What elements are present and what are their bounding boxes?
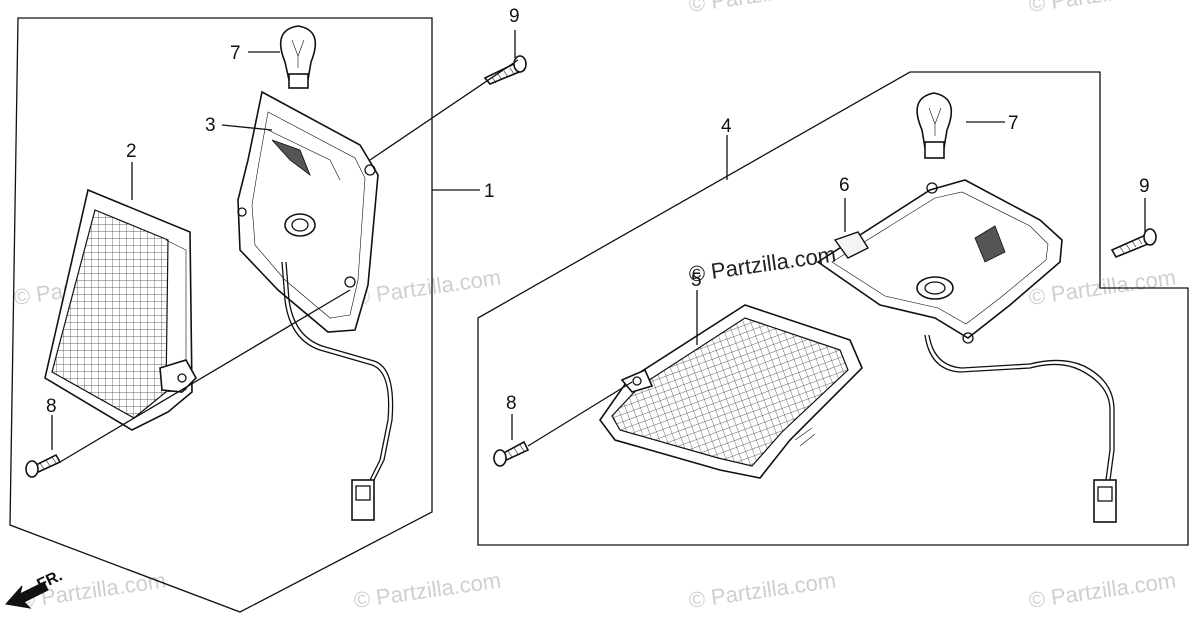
callout-9-left: 9 [509,6,520,27]
left-assembly-frame [9,17,433,613]
right-lens [599,304,863,479]
callout-4: 4 [721,116,732,137]
watermark-prominent: © Partzilla.com [687,242,837,287]
right-housing [816,179,1117,523]
left-lens [44,188,197,431]
screw-9-right [1110,228,1157,259]
front-arrow-icon [5,581,49,609]
callout-7-left: 7 [230,43,241,64]
watermark-text: © Partzilla.com [352,568,502,613]
left-leader-lines [51,30,519,463]
callout-1: 1 [484,181,495,202]
callout-2: 2 [126,141,137,162]
watermark-text: © Partzilla.com [1027,0,1177,17]
bulb-left [279,25,317,89]
callout-5: 5 [691,270,702,291]
screw-8-right [493,440,530,467]
callout-7-right: 7 [1008,113,1019,134]
callout-8-right: 8 [506,393,517,414]
watermark-text: © Partzilla.com [687,568,837,613]
callout-3: 3 [205,115,216,136]
watermark-text: © Partzilla.com [352,265,502,310]
screw-9-left [483,55,527,85]
right-assembly-frame [477,71,1189,546]
bulb-right [916,92,953,159]
callout-9-right: 9 [1139,176,1150,197]
callout-6: 6 [839,175,850,196]
watermark-text: © Partzilla.com [687,0,837,17]
watermark-text: © Partzilla.com [1027,568,1177,613]
left-housing [237,90,394,521]
screw-8-left [25,453,62,478]
right-leader-lines [511,121,1146,447]
callout-8-left: 8 [46,396,57,417]
